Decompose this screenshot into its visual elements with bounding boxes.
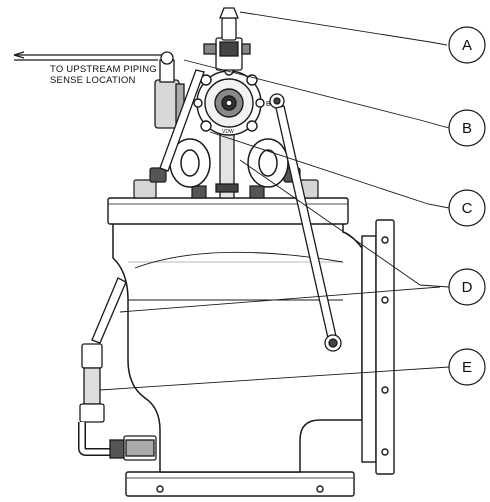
pilot-stem	[215, 127, 239, 199]
callout-b: B	[448, 109, 486, 147]
pilot-side-mark: B	[266, 101, 271, 108]
pilot-top	[203, 7, 251, 71]
pilot-bottom-mark: VDW	[222, 129, 234, 135]
valve-body	[112, 221, 363, 473]
lift-lugs	[169, 138, 289, 188]
sense-line	[13, 51, 170, 61]
callout-c: C	[448, 189, 486, 227]
base-flange	[125, 471, 355, 497]
callout-a-label: A	[462, 37, 472, 54]
bonnet-bolts	[133, 167, 319, 199]
callout-d: D	[448, 268, 486, 306]
callout-e: E	[448, 348, 486, 386]
callout-c-label: C	[462, 200, 473, 217]
note-line-2: SENSE LOCATION	[50, 75, 136, 86]
pilot-body	[193, 66, 265, 136]
callout-b-label: B	[462, 120, 472, 137]
callout-d-label: D	[462, 279, 473, 296]
bonnet-flange	[107, 197, 349, 225]
callout-a: A	[448, 26, 486, 64]
callout-e-label: E	[462, 359, 472, 376]
pilot-filter	[154, 51, 185, 129]
supply-fitting	[78, 343, 157, 461]
right-tube	[269, 93, 342, 352]
note-line-1: TO UPSTREAM PIPING	[50, 64, 157, 75]
left-tube	[91, 69, 205, 344]
outlet-flange	[361, 219, 395, 475]
leader-lines	[99, 11, 450, 391]
